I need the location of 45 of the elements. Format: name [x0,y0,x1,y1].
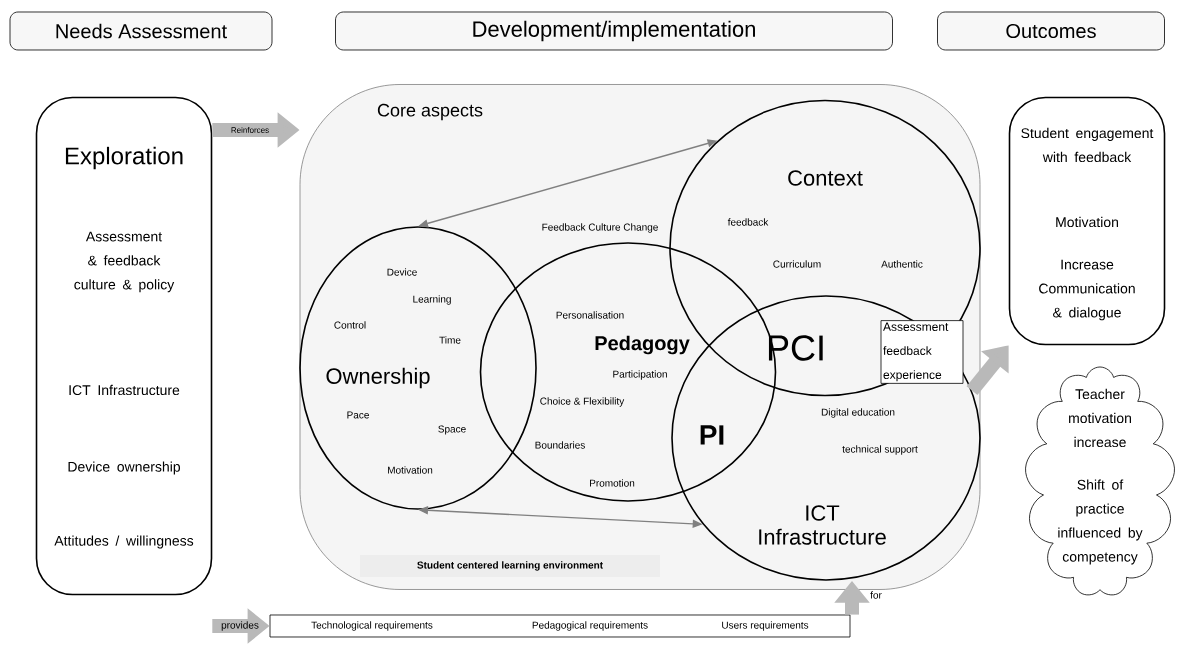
node-text: Assessment & feedback culture & policy [74,231,175,293]
circle-title: Ownership [326,367,430,389]
topic-label: Pace [347,411,369,419]
topic-label: Digital education [821,408,895,418]
topic-label: Time [439,336,461,344]
topic-label: Promotion [590,479,635,487]
topic-label: Boundaries [535,441,585,449]
topic-label: Participation [613,370,667,380]
node-title: Technological requirements [311,621,433,631]
node-title: Teacher motivation increase [1069,388,1131,448]
node-title: Needs Assessment [56,23,227,39]
edge-label: Reinforces [231,127,269,133]
region-label: PI [700,425,724,445]
topic-label: Device [387,268,417,276]
node-text: Shift of practice influenced by competency [1058,479,1143,565]
node-text: ICT Infrastructure [69,384,180,396]
topic-label: Choice & Flexibility [540,397,625,407]
edge-label: provides [221,621,259,631]
node-text: Device ownership [68,461,180,475]
node-title: Outcomes [1006,23,1096,39]
topic-label: Authentic [881,260,923,268]
node-title: Exploration [65,146,183,170]
edge-label: Assessment feedback experience [883,322,949,382]
topic-label: technical support [842,445,918,455]
topic-label: Space [438,425,466,435]
circle-title: Context [788,170,863,186]
node-text: Motivation [1056,216,1118,228]
topic-label: Motivation [388,466,433,474]
topic-label: Learning [413,295,451,305]
node-title: Core aspects [377,103,483,121]
node-text: Users requirements [722,621,809,631]
circle-title: ICT Infrastructure [759,505,886,545]
topic-label: feedback [727,218,769,226]
node-text: Increase Communication & dialogue [1039,259,1135,321]
edge-label: for [870,591,882,599]
topic-label: Feedback Culture Change [542,223,658,233]
node-text: Pedagogical requirements [532,621,648,631]
band-label: Student centered learning environment [360,555,660,577]
circle-title: Pedagogy [595,335,690,355]
topic-label: Personalisation [556,311,624,319]
node-title: Development/implementation [473,20,755,42]
topic-label: Curriculum [773,260,821,268]
node-text: Attitudes / willingness [54,535,194,549]
node-title: Student engagement with feedback [1021,127,1154,163]
topic-label: Control [334,321,366,329]
